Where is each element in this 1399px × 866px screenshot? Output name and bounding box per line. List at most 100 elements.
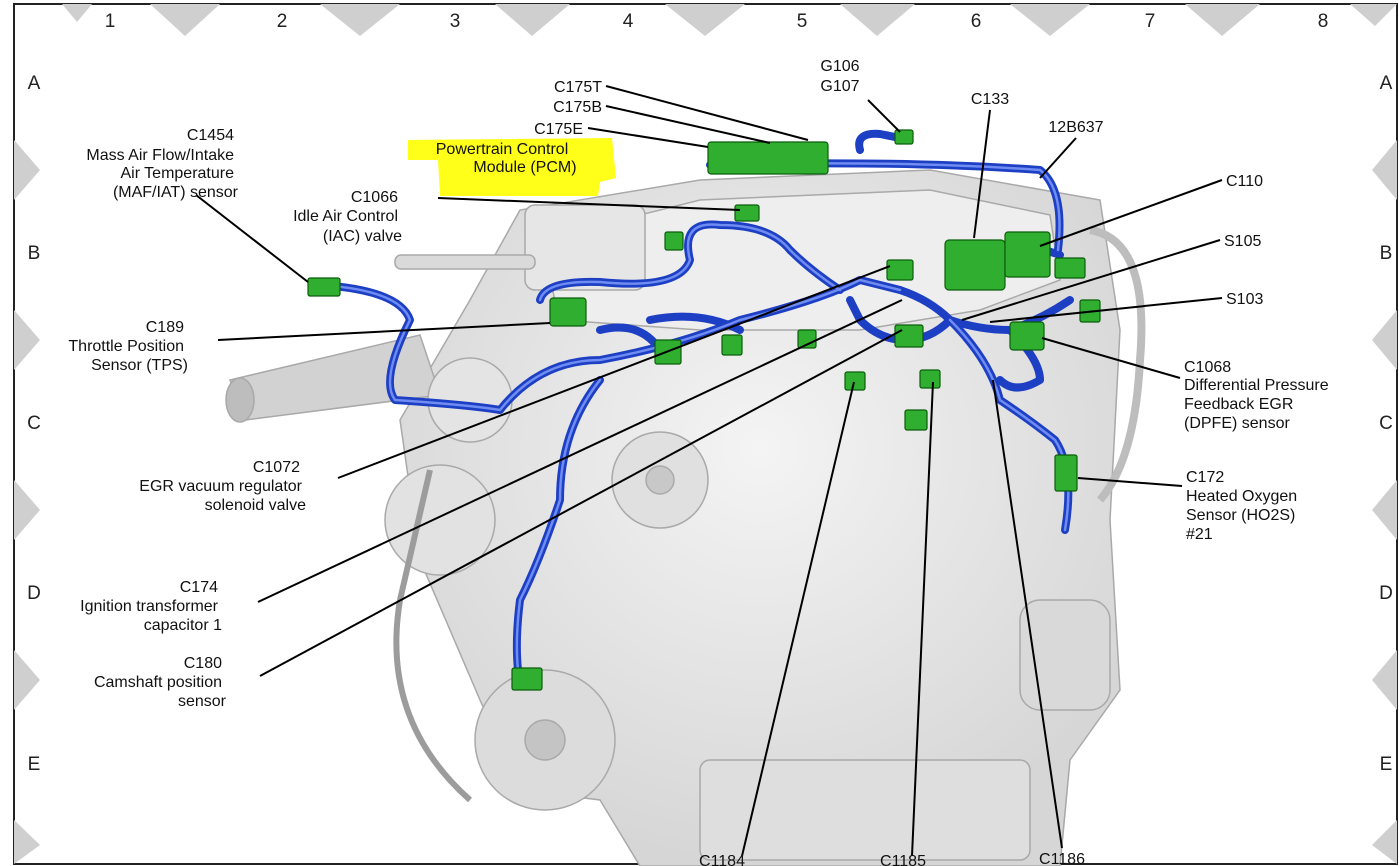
row-label: D	[27, 583, 41, 604]
engine-illustration	[225, 169, 1146, 866]
leader-12b637	[1039, 137, 1077, 179]
callout-labels: C175T C175B C175E Powertrain Control Mod…	[68, 58, 1328, 866]
label-c110: C110	[1226, 173, 1263, 190]
c1184-connector	[844, 371, 866, 391]
label-c180-line1: Camshaft position	[94, 674, 222, 691]
label-c133: C133	[971, 91, 1009, 108]
c172-connector	[1054, 454, 1078, 492]
injector-connector	[904, 409, 928, 431]
row-labels-left: A B C D E	[27, 73, 41, 775]
label-c1454-line1: Mass Air Flow/Intake	[86, 147, 234, 164]
row-label: B	[28, 243, 41, 264]
injector-connector	[1054, 257, 1086, 279]
column-label: 1	[105, 11, 116, 32]
label-c1068-line1: Differential Pressure	[1184, 377, 1329, 394]
c1068-connector	[1009, 321, 1045, 351]
leader-c174	[257, 299, 903, 603]
label-c175t: C175T	[554, 79, 602, 96]
c180-connector	[511, 667, 543, 691]
egr-tube	[1089, 226, 1146, 503]
leader-c180	[259, 329, 903, 677]
label-c1185: C1185	[880, 853, 926, 866]
c110-connector	[1004, 231, 1051, 278]
row-label: E	[28, 754, 41, 775]
column-label: 4	[623, 11, 634, 32]
label-c175e: C175E	[534, 121, 583, 138]
crank-pulley-hub	[524, 719, 566, 761]
c1454-connector	[307, 277, 341, 297]
label-s103: S103	[1226, 291, 1263, 308]
label-c174-line2: capacitor 1	[144, 617, 222, 634]
leader-c133	[973, 109, 991, 239]
label-g106: G106	[820, 58, 859, 75]
intake-tube-opening	[225, 377, 255, 423]
column-label: 5	[797, 11, 808, 32]
c1072-connector	[886, 259, 914, 281]
column-labels: 1 2 3 4 5 6 7 8	[105, 11, 1329, 32]
border-side-diamonds	[14, 140, 1397, 864]
connectors	[307, 129, 1101, 691]
leader-c110	[1039, 179, 1223, 247]
label-c175b: C175B	[553, 99, 602, 116]
label-c172-line2: Sensor (HO2S)	[1186, 507, 1295, 524]
label-c174-line1: Ignition transformer	[80, 598, 219, 615]
leader-c1454	[195, 194, 309, 283]
label-c1454-line2: Air Temperature	[120, 165, 234, 182]
leader-s105	[961, 239, 1221, 321]
label-12b637: 12B637	[1048, 119, 1103, 136]
oil-pan	[699, 759, 1031, 861]
exhaust-manifold	[1019, 599, 1111, 711]
label-c1184: C1184	[699, 853, 745, 866]
label-c1066-ref: C1066	[351, 189, 398, 206]
row-label: B	[1380, 243, 1393, 264]
label-c172-line1: Heated Oxygen	[1186, 488, 1297, 505]
pcm-highlight	[408, 138, 616, 196]
label-c1454-ref: C1454	[187, 127, 234, 144]
c174-connector	[894, 324, 924, 348]
label-c180-line2: sensor	[178, 693, 227, 710]
label-c1068-line3: (DPFE) sensor	[1184, 415, 1290, 432]
row-label: C	[27, 413, 41, 434]
c1185-connector	[919, 369, 941, 389]
label-c174-ref: C174	[180, 579, 218, 596]
leader-c189	[217, 322, 551, 341]
leader-c175e	[587, 127, 709, 148]
idler-pulley-hub	[645, 465, 675, 495]
label-c180-ref: C180	[184, 655, 222, 672]
column-label: 3	[450, 11, 461, 32]
label-pcm-line1: Powertrain Control	[436, 141, 569, 158]
leader-lines	[195, 85, 1223, 857]
label-c1068-line2: Feedback EGR	[1184, 396, 1293, 413]
row-label: A	[28, 73, 41, 94]
leader-s103	[989, 297, 1223, 323]
row-labels-right: A B C D E	[1379, 73, 1393, 775]
c189-connector	[549, 297, 587, 327]
label-c1072-line1: EGR vacuum regulator	[139, 478, 302, 495]
leader-c1186	[992, 379, 1063, 849]
leader-c1066	[437, 197, 741, 211]
leader-c1072	[337, 265, 891, 479]
border-top-diamonds	[62, 4, 1397, 36]
label-c172-line3: #21	[1186, 526, 1213, 543]
fuel-rail	[394, 254, 536, 270]
row-label: D	[1379, 583, 1393, 604]
leader-c1068	[1041, 337, 1181, 379]
throttle-body	[524, 204, 646, 291]
leader-c175t	[605, 85, 809, 141]
row-label: E	[1380, 754, 1393, 775]
row-label: C	[1379, 413, 1393, 434]
label-c1454-line3: (MAF/IAT) sensor	[113, 184, 239, 201]
label-pcm-line2: Module (PCM)	[473, 159, 576, 176]
leader-c175b	[605, 105, 771, 144]
column-label: 7	[1145, 11, 1156, 32]
row-label: A	[1380, 73, 1393, 94]
label-c1068-ref: C1068	[1184, 359, 1231, 376]
label-c1066-line2: (IAC) valve	[323, 228, 402, 245]
pcm-connector	[707, 141, 829, 175]
column-label: 6	[971, 11, 982, 32]
column-label: 8	[1318, 11, 1329, 32]
c1066-connector	[734, 204, 760, 222]
c133-connector	[944, 239, 1006, 291]
label-c1186: C1186	[1039, 851, 1085, 866]
leader-g106	[867, 99, 901, 133]
